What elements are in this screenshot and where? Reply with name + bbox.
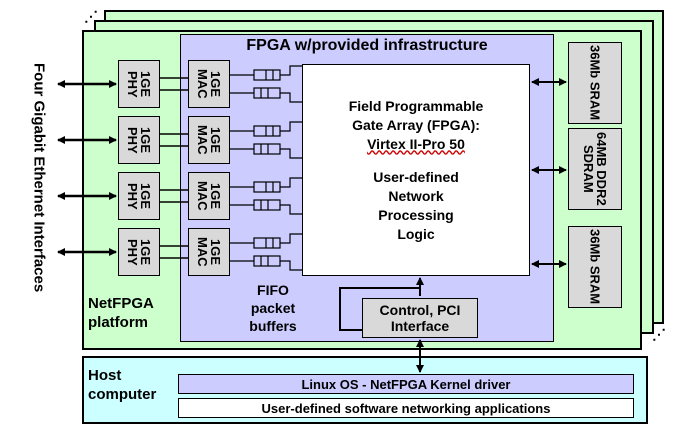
control-pci-label: Control, PCI Interface bbox=[379, 302, 461, 334]
fifo-in-1 bbox=[253, 69, 281, 81]
stack-dots-bottom: ⋰ bbox=[652, 326, 666, 342]
fifo-link bbox=[280, 148, 302, 159]
phy-block-3: 1GE PHY bbox=[118, 172, 160, 220]
mac-block-3: 1GE MAC bbox=[188, 172, 230, 220]
fifo-out-1 bbox=[253, 87, 281, 99]
fifo-in-4 bbox=[253, 237, 281, 249]
mac-block-2: 1GE MAC bbox=[188, 116, 230, 164]
fpga-core-line6: Processing bbox=[378, 206, 454, 223]
netfpga-platform-label: NetFPGA platform bbox=[88, 295, 154, 331]
memory-sram-top: 36Mb SRAM bbox=[568, 42, 622, 124]
fifo-label: FIFO packet buffers bbox=[249, 282, 297, 334]
phy-block-1: 1GE PHY bbox=[118, 60, 160, 108]
phy-block-4: 1GE PHY bbox=[118, 228, 160, 276]
memory-ddr2-sdram: 64MB DDR2 SDRAM bbox=[568, 128, 622, 210]
fpga-core-line5: Network bbox=[388, 187, 444, 204]
fifo-out-3 bbox=[253, 199, 281, 211]
fpga-core: Field Programmable Gate Array (FPGA): Vi… bbox=[302, 64, 530, 276]
fpga-core-line4: User-defined bbox=[373, 168, 459, 185]
phy-block-2: 1GE PHY bbox=[118, 116, 160, 164]
fifo-out-4 bbox=[253, 255, 281, 267]
fifo-link bbox=[280, 204, 302, 215]
memory-sram-bottom: 36Mb SRAM bbox=[568, 226, 622, 308]
fifo-in-2 bbox=[253, 125, 281, 137]
fifo-link bbox=[280, 260, 302, 271]
mac-block-1: 1GE MAC bbox=[188, 60, 230, 108]
fpga-title: FPGA w/provided infrastructure bbox=[246, 37, 488, 54]
control-pci-interface: Control, PCI Interface bbox=[362, 298, 478, 338]
ethernet-interfaces-label: Four Gigabit Ethernet Interfaces bbox=[30, 63, 48, 293]
fifo-out-2 bbox=[253, 143, 281, 155]
fifo-link bbox=[280, 65, 302, 76]
stack-dots-top: ⋰ bbox=[84, 8, 98, 24]
fpga-core-line3: Virtex II-Pro 50 bbox=[367, 135, 465, 152]
kernel-driver-bar: Linux OS - NetFPGA Kernel driver bbox=[178, 374, 634, 394]
user-apps-bar: User-defined software networking applica… bbox=[178, 398, 634, 418]
host-computer-label: Host computer bbox=[88, 367, 157, 403]
fifo-in-3 bbox=[253, 181, 281, 193]
fpga-core-line7: Logic bbox=[397, 225, 435, 242]
fifo-link bbox=[280, 233, 302, 244]
fifo-link bbox=[280, 121, 302, 132]
fpga-core-line2: Gate Array (FPGA): bbox=[352, 116, 480, 133]
fpga-core-line1: Field Programmable bbox=[348, 97, 484, 114]
control-bus bbox=[339, 287, 421, 331]
fifo-link bbox=[280, 92, 302, 103]
fifo-link bbox=[280, 177, 302, 188]
mac-block-4: 1GE MAC bbox=[188, 228, 230, 276]
